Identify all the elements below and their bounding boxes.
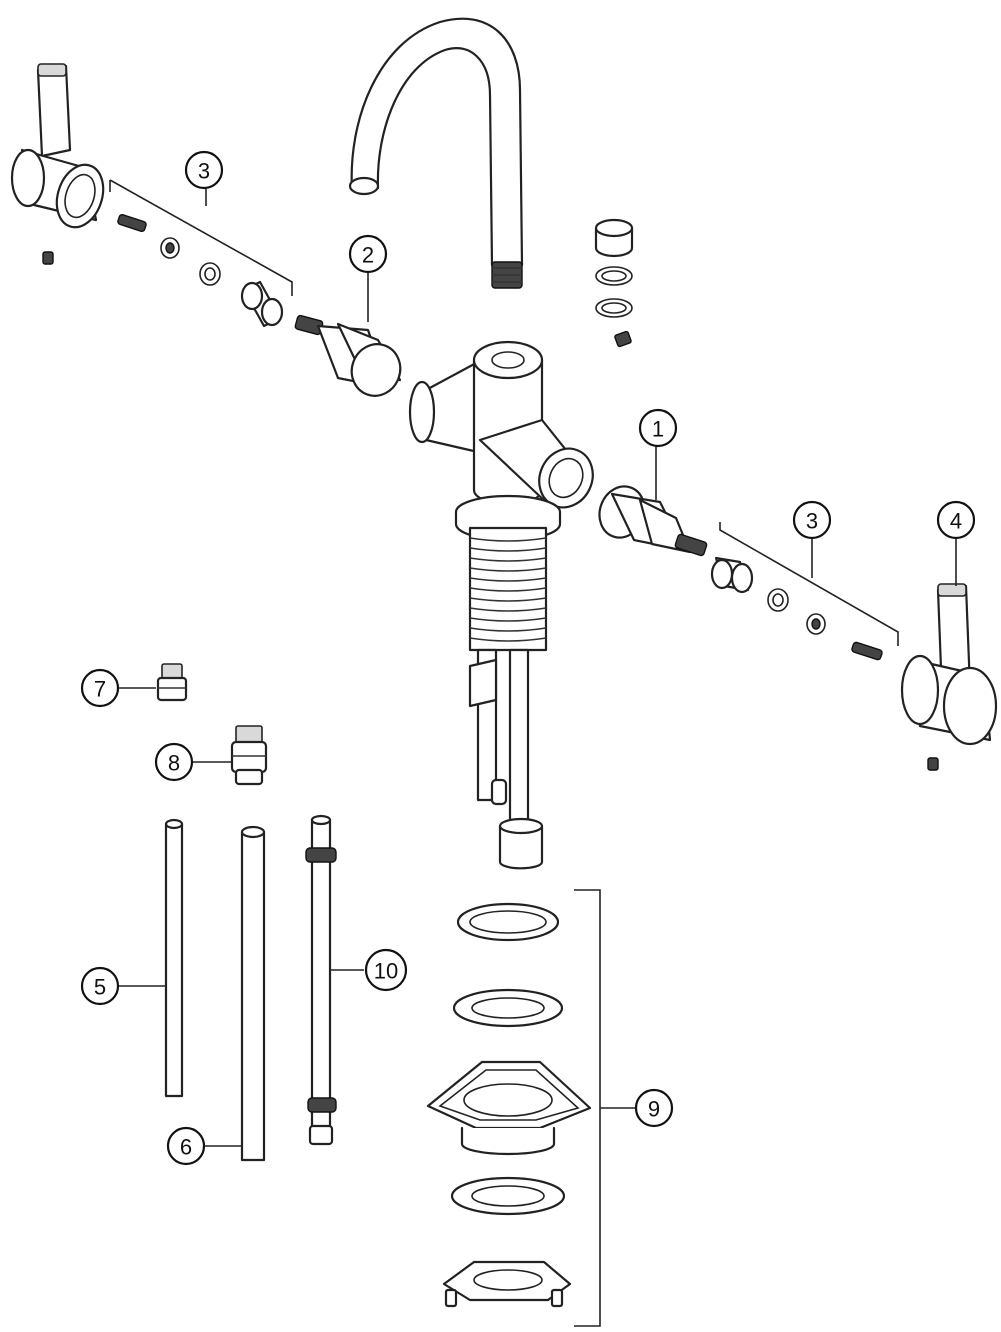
callout-7: 7 [80,668,120,708]
right-handle-hardware [710,556,883,661]
callout-6: 6 [166,1126,206,1166]
right-handle [900,583,998,771]
svg-text:6: 6 [180,1135,192,1160]
supply-tube-6 [240,825,266,1162]
svg-text:2: 2 [362,243,374,268]
connector-10 [305,814,337,1146]
callout-5: 5 [80,966,120,1006]
right-cartridge [598,485,708,557]
mounting-hardware-9 [426,902,592,1308]
callout-8: 8 [154,742,194,782]
leader-lines [109,179,957,1327]
svg-text:10: 10 [374,959,398,984]
callout-10: 10 [364,948,408,992]
svg-text:1: 1 [652,417,664,442]
svg-text:3: 3 [198,159,210,184]
fitting-8 [230,725,268,786]
svg-text:9: 9 [648,1097,660,1122]
shank-threads [469,537,547,642]
faucet-body [408,340,594,870]
supply-tube-5 [164,818,184,1098]
svg-text:3: 3 [806,509,818,534]
svg-text:4: 4 [950,509,962,534]
callout-9: 9 [634,1088,674,1128]
svg-text:8: 8 [168,751,180,776]
fitting-7 [156,663,188,702]
callout-2: 2 [348,234,388,274]
spout-aerator-and-o-rings [594,218,634,348]
left-handle [10,63,105,265]
callout-3-right: 3 [792,500,832,540]
callout-4: 4 [936,500,976,540]
left-cartridge [294,314,402,397]
svg-text:5: 5 [94,975,106,1000]
left-handle-hardware [117,213,284,328]
callout-1: 1 [638,408,678,448]
spout [348,17,524,289]
callout-3-left: 3 [184,150,224,190]
svg-text:7: 7 [94,677,106,702]
